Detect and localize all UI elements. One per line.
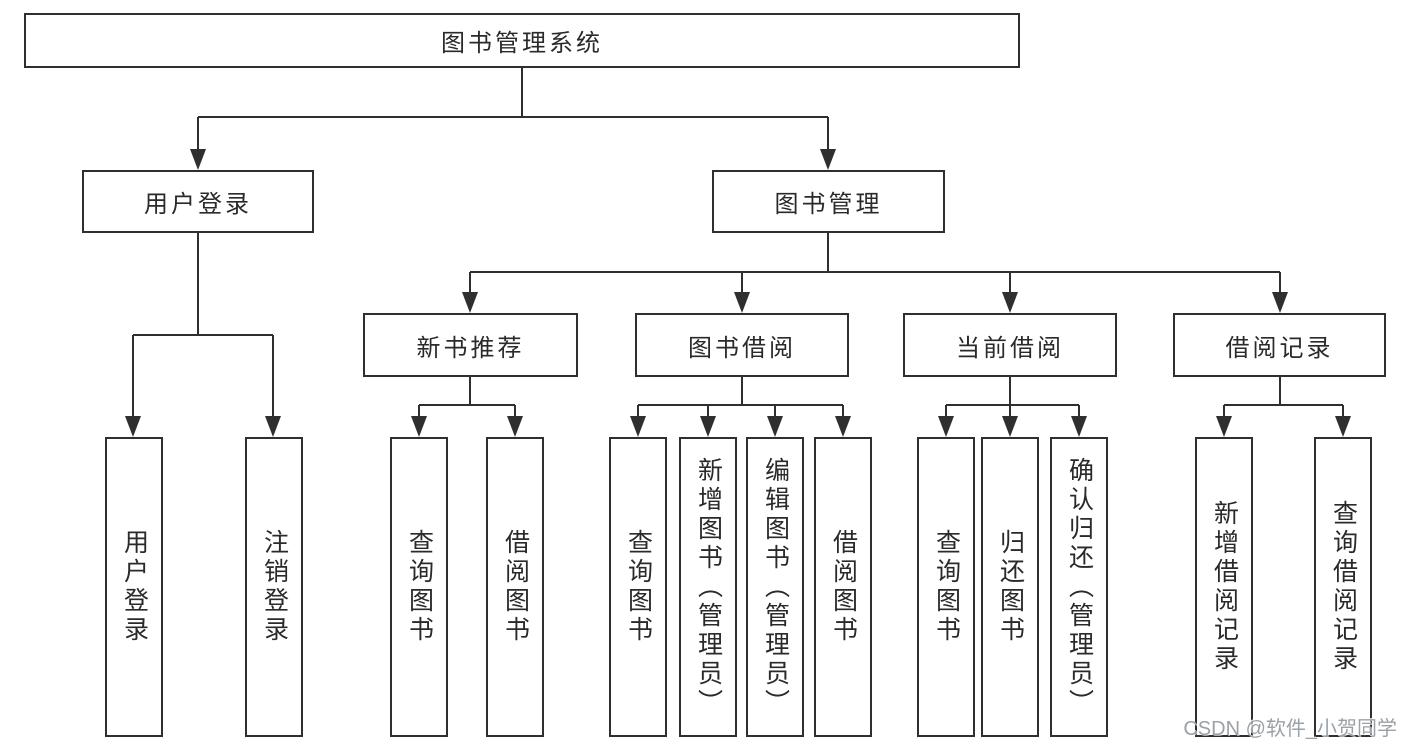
node-new-book-recommend-label: 新书推荐 xyxy=(416,334,525,362)
csdn-watermark: CSDN @软件_小贺同学 xyxy=(1183,718,1397,740)
leaf-add-borrow-record-label: 新增借阅记录 xyxy=(1210,500,1239,674)
leaf-edit-book-admin-label: 编辑图书（管理员） xyxy=(761,456,790,718)
leaf-edit-book-admin: 编辑图书（管理员） xyxy=(746,437,804,737)
leaf-confirm-return-admin: 确认归还（管理员） xyxy=(1050,437,1108,737)
leaf-borrow-book-2: 借阅图书 xyxy=(814,437,872,737)
node-book-management-label: 图书管理 xyxy=(774,191,883,218)
leaf-logout: 注销登录 xyxy=(245,437,303,737)
node-user-login: 用户登录 xyxy=(82,170,314,233)
arrowheads xyxy=(125,149,1351,437)
leaf-query-book-1: 查询图书 xyxy=(390,437,448,737)
leaf-query-book-1-label: 查询图书 xyxy=(405,529,434,645)
node-borrow-records-label: 借阅记录 xyxy=(1225,334,1334,362)
leaf-user-login: 用户登录 xyxy=(105,437,163,737)
leaf-add-borrow-record: 新增借阅记录 xyxy=(1195,437,1253,737)
leaf-borrow-book-1-label: 借阅图书 xyxy=(501,529,530,645)
node-new-book-recommend: 新书推荐 xyxy=(363,313,578,377)
node-borrow-records: 借阅记录 xyxy=(1173,313,1386,377)
leaf-user-login-label: 用户登录 xyxy=(120,529,149,645)
node-book-management: 图书管理 xyxy=(712,170,945,233)
leaf-logout-label: 注销登录 xyxy=(260,529,289,645)
leaf-query-book-3-label: 查询图书 xyxy=(932,529,961,645)
node-root: 图书管理系统 xyxy=(24,13,1020,68)
node-current-borrow-label: 当前借阅 xyxy=(956,334,1064,362)
leaf-query-borrow-record-label: 查询借阅记录 xyxy=(1329,500,1358,674)
leaf-query-borrow-record: 查询借阅记录 xyxy=(1314,437,1372,737)
leaf-confirm-return-admin-label: 确认归还（管理员） xyxy=(1065,456,1094,718)
leaf-query-book-2: 查询图书 xyxy=(609,437,667,737)
leaf-borrow-book-1: 借阅图书 xyxy=(486,437,544,737)
node-current-borrow: 当前借阅 xyxy=(903,313,1117,377)
leaf-borrow-book-2-label: 借阅图书 xyxy=(829,529,858,645)
leaf-query-book-3: 查询图书 xyxy=(917,437,975,737)
leaf-query-book-2-label: 查询图书 xyxy=(624,529,653,645)
node-root-label: 图书管理系统 xyxy=(441,30,603,57)
leaf-add-book-admin-label: 新增图书（管理员） xyxy=(694,456,723,718)
leaf-add-book-admin: 新增图书（管理员） xyxy=(679,437,737,737)
leaf-return-book: 归还图书 xyxy=(981,437,1039,737)
node-book-borrow: 图书借阅 xyxy=(635,313,849,377)
leaf-return-book-label: 归还图书 xyxy=(996,529,1025,645)
node-user-login-label: 用户登录 xyxy=(144,191,252,218)
node-book-borrow-label: 图书借阅 xyxy=(688,334,796,362)
